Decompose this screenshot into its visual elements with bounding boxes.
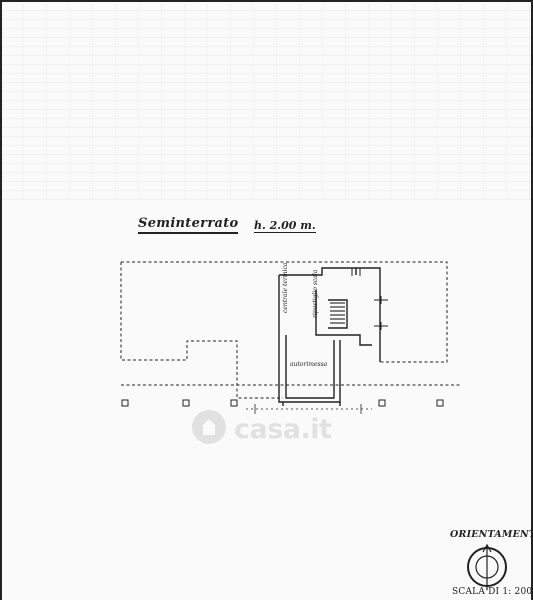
frame-right: [531, 0, 533, 600]
room-label-ripostiglio: ripostiglio scala: [312, 269, 319, 318]
compass: [467, 543, 507, 590]
frame-top: [0, 0, 533, 2]
door-mark-1: [374, 296, 388, 304]
door-mark-3: [351, 268, 361, 276]
scale-label: SCALA DI 1: 200: [452, 587, 533, 597]
stair-treads: [330, 302, 345, 324]
stair-box: [328, 299, 348, 329]
orientation-label: ORIENTAMENTO: [450, 529, 533, 540]
paper-texture: [0, 0, 533, 200]
dimension-ticks: [246, 404, 372, 414]
core-top: [279, 267, 357, 276]
inner-wall: [315, 290, 372, 346]
column-markers: [121, 399, 444, 407]
room-label-centrale-termica: centrale termica: [282, 262, 289, 313]
outer-footprint: [120, 261, 448, 399]
frame-left: [0, 0, 2, 600]
plan-title: Seminterrato: [138, 216, 239, 234]
plan-height: h. 2.00 m.: [254, 219, 316, 233]
core-walls: [278, 275, 341, 403]
door-mark-2: [374, 322, 388, 330]
garage-opening: [282, 402, 341, 406]
house-icon: [192, 410, 226, 444]
compass-arrow: [482, 543, 492, 553]
watermark-text: casa.it: [234, 414, 332, 445]
room-label-autorimessa: autorimessa: [290, 361, 328, 368]
right-room: [356, 267, 381, 362]
watermark: casa.it: [180, 402, 360, 460]
